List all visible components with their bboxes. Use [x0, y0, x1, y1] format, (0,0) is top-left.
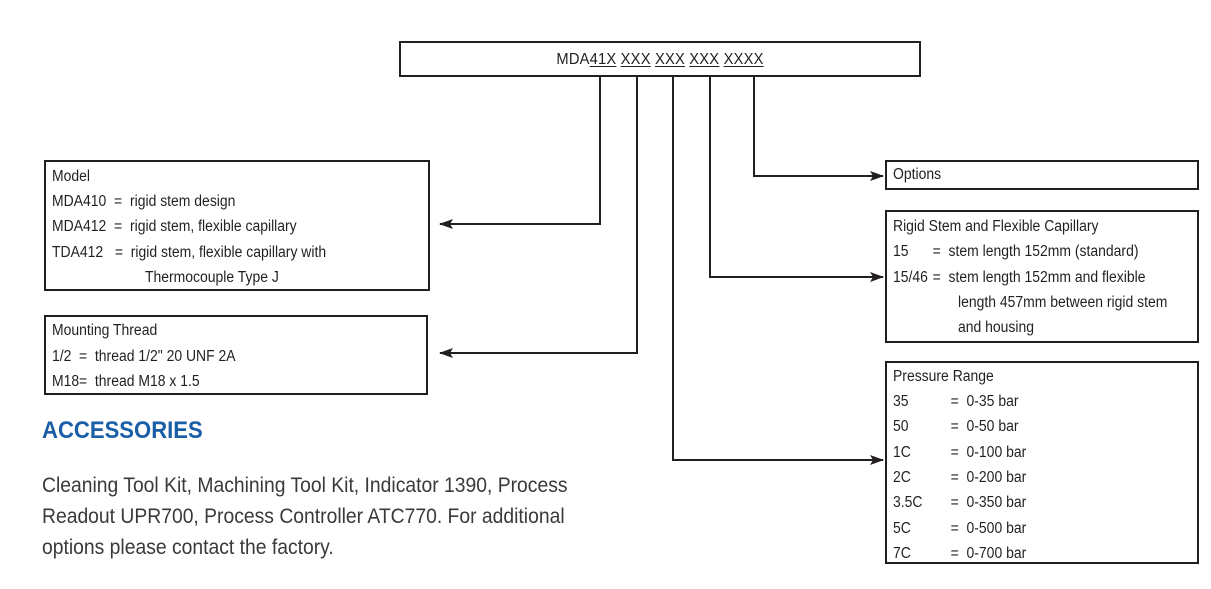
pressure-row: 7C= 0-700 bar — [893, 545, 1027, 562]
model-box: Model MDA410 = rigid stem design MDA412 … — [44, 160, 430, 291]
model-code-part-thread: XXX — [620, 51, 651, 68]
model-row-continuation: Thermocouple Type J — [145, 269, 279, 286]
model-code-box: MDA41X XXX XXX XXX XXXX — [399, 41, 921, 77]
mounting-thread-box: Mounting Thread 1/2= thread 1/2" 20 UNF … — [44, 315, 428, 395]
pressure-row: 1C= 0-100 bar — [893, 444, 1027, 461]
accessories-heading: ACCESSORIES — [42, 417, 203, 444]
mounting-row: 1/2= thread 1/2" 20 UNF 2A — [52, 348, 236, 365]
stem-row-continuation: length 457mm between rigid stem — [958, 294, 1168, 311]
rigid-stem-title: Rigid Stem and Flexible Capillary — [893, 218, 1099, 235]
model-row: MDA410 = rigid stem design — [52, 193, 236, 210]
model-code-part-stem: XXX — [689, 51, 720, 68]
connector-options — [753, 77, 884, 181]
stem-row: 15= stem length 152mm (standard) — [893, 243, 1139, 260]
pressure-row: 5C= 0-500 bar — [893, 520, 1027, 537]
model-code-part-pressure: XXX — [654, 51, 685, 68]
options-title: Options — [893, 166, 942, 183]
pressure-row: 2C= 0-200 bar — [893, 469, 1027, 486]
mounting-thread-title: Mounting Thread — [52, 322, 158, 339]
pressure-range-title: Pressure Range — [893, 368, 994, 385]
connector-model — [439, 77, 601, 229]
pressure-range-box: Pressure Range 35= 0-35 bar 50= 0-50 bar… — [885, 361, 1199, 564]
accessories-body: Cleaning Tool Kit, Machining Tool Kit, I… — [42, 474, 568, 559]
model-code-part-options: XXXX — [723, 51, 764, 68]
stem-row: 15/46= stem length 152mm and flexible — [893, 269, 1146, 286]
connector-mounting-thread — [439, 77, 638, 358]
mounting-row: M18= thread M18 x 1.5 — [52, 373, 200, 390]
model-box-title: Model — [52, 168, 90, 185]
model-code-prefix: MDA — [556, 51, 590, 68]
pressure-row: 35= 0-35 bar — [893, 393, 1019, 410]
pressure-row: 3.5C= 0-350 bar — [893, 494, 1027, 511]
connector-pressure-range — [672, 77, 884, 465]
model-row: MDA412 = rigid stem, flexible capillary — [52, 218, 297, 235]
options-box: Options — [885, 160, 1199, 190]
pressure-row: 50= 0-50 bar — [893, 418, 1019, 435]
model-row: TDA412 = rigid stem, flexible capillary … — [52, 244, 327, 261]
stem-row-continuation: and housing — [958, 319, 1035, 336]
model-code: MDA41X XXX XXX XXX XXXX — [422, 50, 899, 70]
model-code-part-model: 41X — [589, 51, 617, 68]
rigid-stem-box: Rigid Stem and Flexible Capillary 15= st… — [885, 210, 1199, 343]
connector-rigid-stem — [709, 77, 884, 282]
